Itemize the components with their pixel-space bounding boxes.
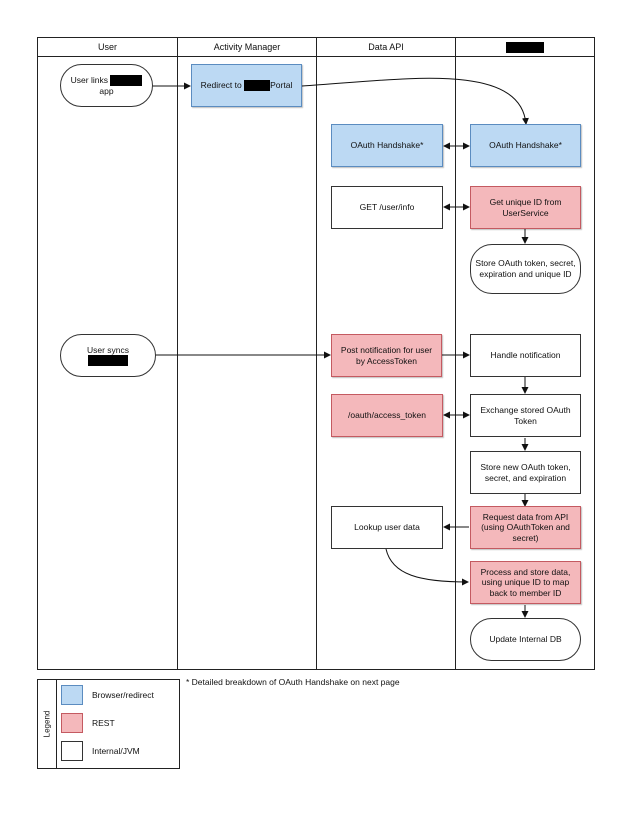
legend-title-cell: Legend (38, 680, 57, 768)
legend-label-rest: REST (92, 718, 115, 728)
lane-title: User (97, 42, 117, 52)
node-user-syncs-line1: User syncs (86, 344, 130, 355)
legend-swatch-internal (61, 741, 83, 761)
redacted-block (110, 74, 143, 86)
node-get-unique-id: Get unique ID from UserService (470, 186, 581, 229)
lane-title: Data API (368, 42, 404, 52)
footnote: * Detailed breakdown of OAuth Handshake … (186, 677, 400, 687)
node-access-token: /oauth/access_token (331, 394, 443, 437)
node-handle-notification: Handle notification (470, 334, 581, 377)
node-oauth-handshake-api: OAuth Handshake* (331, 124, 443, 167)
lane-header-redacted (456, 38, 594, 56)
redacted-block (506, 41, 544, 53)
connector-lookup-to-process (385, 548, 469, 586)
legend-label-internal: Internal/JVM (92, 746, 140, 756)
lane-header-user: User (38, 38, 177, 56)
legend-title: Legend (42, 710, 52, 738)
node-process-store-data: Process and store data, using unique ID … (470, 561, 581, 604)
node-user-links-line2: app (99, 85, 114, 96)
node-store-new-token: Store new OAuth token, secret, and expir… (470, 451, 581, 494)
node-redirect-prefix: Redirect to (200, 80, 242, 91)
legend-swatch-rest (61, 713, 83, 733)
node-oauth-handshake-ext: OAuth Handshake* (470, 124, 581, 167)
node-post-notification: Post notification for user by AccessToke… (331, 334, 442, 377)
legend: Legend Browser/redirect REST Internal/JV… (37, 679, 180, 769)
node-store-oauth-token: Store OAuth token, secret, expiration an… (470, 244, 581, 294)
lane-header-data-api: Data API (317, 38, 455, 56)
connector-redirect-to-oauth (301, 77, 529, 125)
node-request-data: Request data from API (using OAuthToken … (470, 506, 581, 549)
node-user-syncs: User syncs (60, 334, 156, 377)
node-user-links: User links app (60, 64, 153, 107)
legend-label-browser: Browser/redirect (92, 690, 154, 700)
redacted-block (88, 355, 128, 367)
node-user-links-line1: User links (71, 75, 143, 86)
node-redirect-suffix: Portal (270, 80, 293, 91)
node-update-internal-db: Update Internal DB (470, 618, 581, 661)
node-lookup-user-data: Lookup user data (331, 506, 443, 549)
node-get-user-info: GET /user/info (331, 186, 443, 229)
legend-swatch-browser (61, 685, 83, 705)
lane-title: Activity Manager (213, 42, 281, 52)
redacted-block (244, 80, 271, 91)
node-redirect: Redirect to Portal (191, 64, 302, 107)
node-exchange-token: Exchange stored OAuth Token (470, 394, 581, 437)
lane-header-activity-manager: Activity Manager (178, 38, 316, 56)
